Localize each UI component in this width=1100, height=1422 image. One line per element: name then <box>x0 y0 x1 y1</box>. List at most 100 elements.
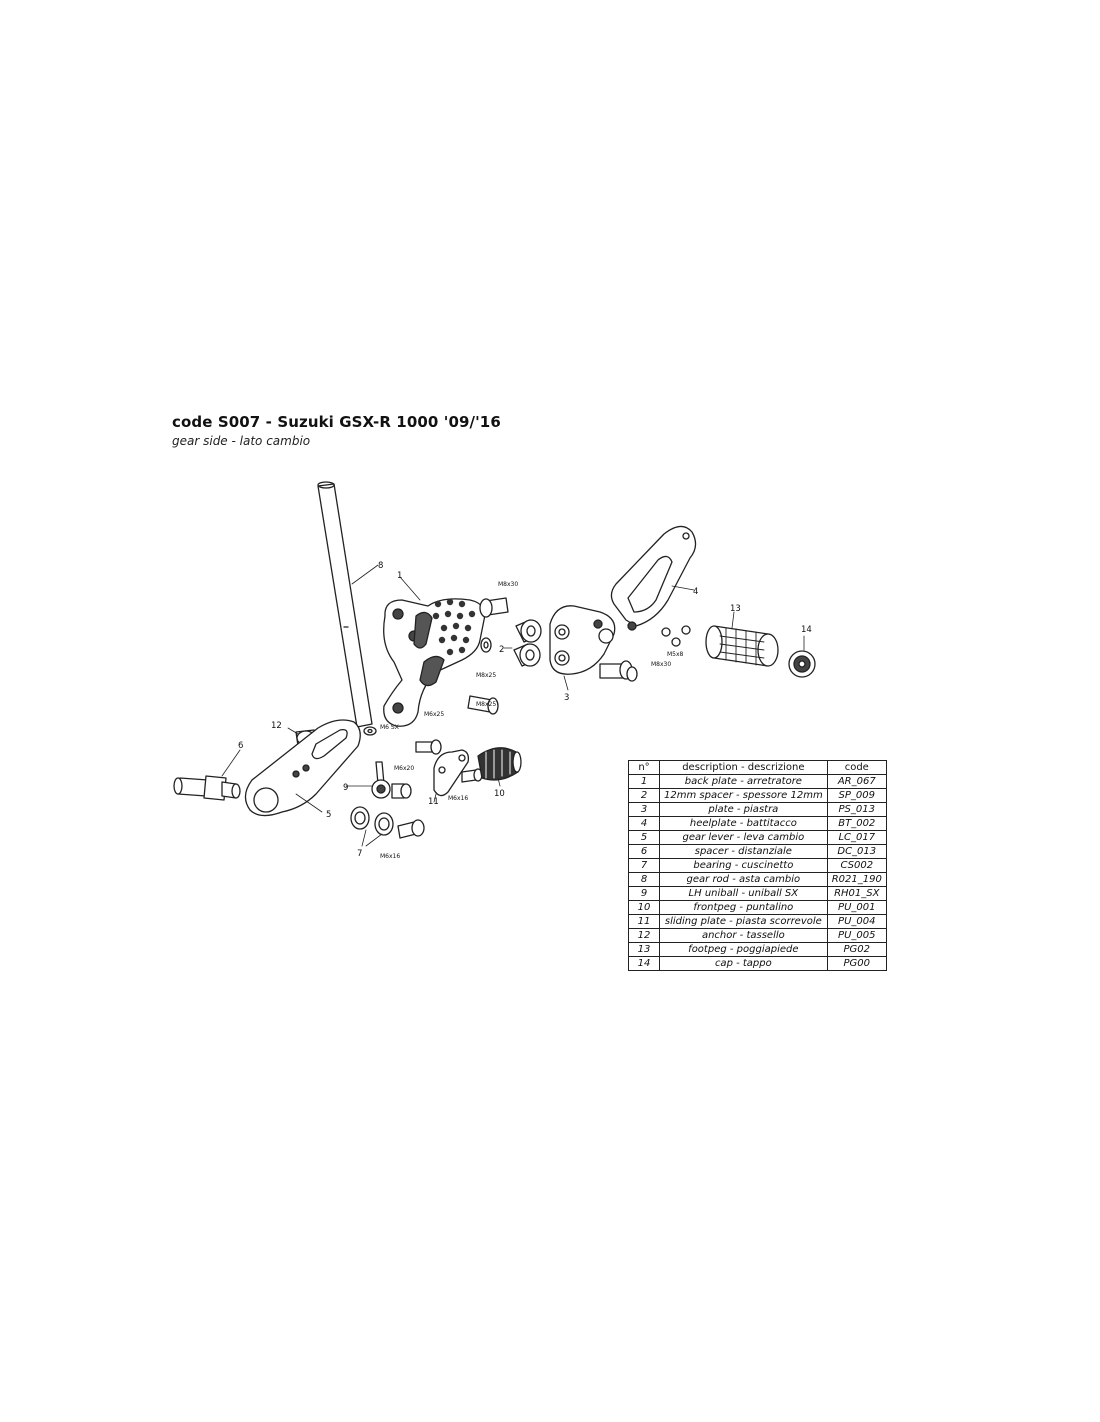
header-description: description - descrizione <box>659 760 828 775</box>
cell-number: 13 <box>628 942 660 957</box>
cell-description: 12mm spacer - spessore 12mm <box>659 788 828 803</box>
cell-description: anchor - tassello <box>659 928 828 943</box>
cell-description: back plate - arretratore <box>659 774 828 789</box>
cell-number: 8 <box>628 872 660 887</box>
part-frontpeg <box>477 747 522 787</box>
part-number-2: 2 <box>499 645 504 655</box>
cell-number: 12 <box>628 928 660 943</box>
table-header-row: n° description - descrizione code <box>628 760 887 775</box>
bolt-label-m5x8: M5x8 <box>667 651 684 658</box>
cell-code: SP_009 <box>826 788 887 803</box>
bolt-m8x30-right <box>599 660 638 682</box>
cell-code: LC_017 <box>826 830 887 845</box>
part-spacers <box>503 619 542 667</box>
part-spacer <box>173 749 241 801</box>
cell-code: PU_005 <box>826 928 887 943</box>
bolt-m6x16-upper <box>461 768 483 783</box>
part-number-7: 7 <box>357 849 362 859</box>
cell-description: plate - piastra <box>659 802 828 817</box>
bolt-m8x25-middle <box>480 637 492 653</box>
cell-number: 11 <box>628 914 660 929</box>
cell-description: sliding plate - piasta scorrevole <box>659 914 828 929</box>
cell-description: bearing - cuscinetto <box>659 858 828 873</box>
cell-code: AR_067 <box>826 774 887 789</box>
cell-description: cap - tappo <box>659 956 828 971</box>
bolt-m8x25-lower <box>467 695 499 715</box>
bolt-label-m8x30-b: M8x30 <box>651 661 671 668</box>
cell-code: PU_001 <box>826 900 887 915</box>
page-subtitle: gear side - lato cambio <box>172 434 311 448</box>
cell-description: gear lever - leva cambio <box>659 830 828 845</box>
bolt-m6x16-lower <box>397 819 425 839</box>
cell-number: 1 <box>628 774 660 789</box>
cell-number: 2 <box>628 788 660 803</box>
bolt-label-m6-sx: M6 SX <box>380 724 399 731</box>
cell-description: gear rod - asta cambio <box>659 872 828 887</box>
part-heelplate <box>610 525 697 631</box>
part-gear-rod <box>317 481 379 728</box>
cell-code: CS002 <box>826 858 887 873</box>
part-bearings <box>350 806 394 847</box>
bolt-label-m6x16-a: M6x16 <box>448 795 468 802</box>
part-number-12: 12 <box>271 721 282 731</box>
cell-description: footpeg - poggiapiede <box>659 942 828 957</box>
part-uniball <box>345 761 391 799</box>
cell-code: BT_002 <box>826 816 887 831</box>
part-number-11: 11 <box>428 797 439 807</box>
part-number-8: 8 <box>378 561 383 571</box>
part-number-13: 13 <box>730 604 741 614</box>
cell-number: 6 <box>628 844 660 859</box>
cell-code: PG00 <box>826 956 887 971</box>
header-code: code <box>826 760 887 775</box>
cell-number: 5 <box>628 830 660 845</box>
bolt-m8x30-upper <box>479 597 509 618</box>
bolt-label-m8x30: M8x30 <box>498 581 518 588</box>
bolt-m6x20 <box>391 783 412 799</box>
cell-code: PG02 <box>826 942 887 957</box>
cell-number: 3 <box>628 802 660 817</box>
bolt-label-m6x16-b: M6x16 <box>380 853 400 860</box>
part-number-6: 6 <box>238 741 243 751</box>
bolt-label-m6x20: M6x20 <box>394 765 414 772</box>
cell-code: DC_013 <box>826 844 887 859</box>
bolt-label-m8x25-a: M8x25 <box>476 672 496 679</box>
part-sliding-plate <box>433 749 470 803</box>
cell-description: heelplate - battitacco <box>659 816 828 831</box>
part-back-plate <box>383 576 486 727</box>
cell-description: spacer - distanziale <box>659 844 828 859</box>
part-number-9: 9 <box>343 783 348 793</box>
bolt-label-m8x25-b: M8x25 <box>476 701 496 708</box>
cell-number: 10 <box>628 900 660 915</box>
bolt-m6x25 <box>415 739 442 755</box>
part-cap <box>788 635 816 678</box>
nut-m6-sx <box>363 726 377 736</box>
page-title: code S007 - Suzuki GSX-R 1000 '09/'16 <box>172 413 501 431</box>
part-number-4: 4 <box>693 587 698 597</box>
cell-description: frontpeg - puntalino <box>659 900 828 915</box>
cell-code: R021_190 <box>826 872 887 887</box>
cell-code: RH01_SX <box>826 886 887 901</box>
part-footpeg <box>705 611 779 667</box>
cell-number: 4 <box>628 816 660 831</box>
screw-m5x8 <box>661 625 691 647</box>
cell-description: LH uniball - uniball SX <box>659 886 828 901</box>
cell-code: PS_013 <box>826 802 887 817</box>
part-gear-lever <box>244 719 361 817</box>
cell-number: 7 <box>628 858 660 873</box>
cell-number: 9 <box>628 886 660 901</box>
part-number-1: 1 <box>397 571 402 581</box>
